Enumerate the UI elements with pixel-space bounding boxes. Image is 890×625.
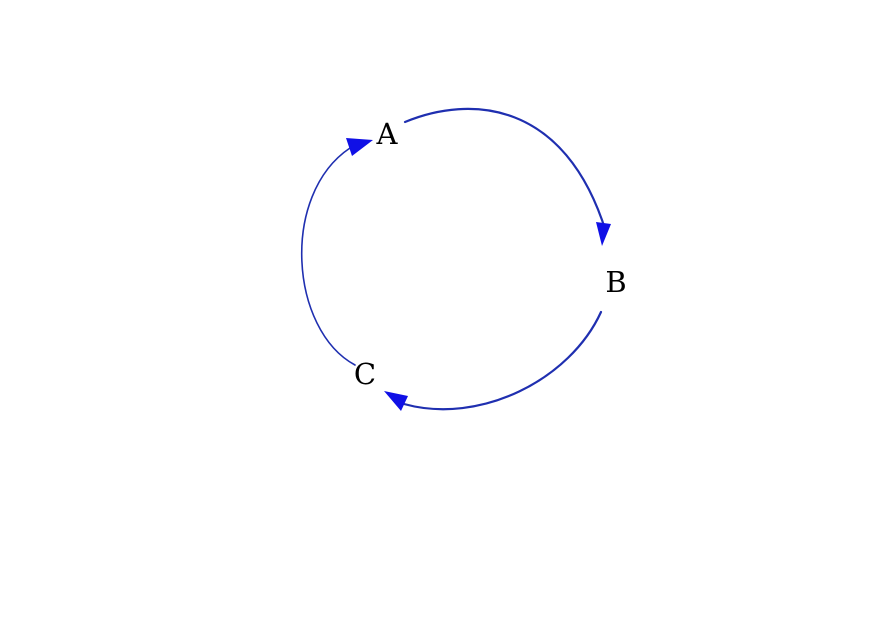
edge-c-to-a-arrowhead <box>346 138 373 156</box>
node-b-label: B <box>605 265 626 299</box>
node-a-label: A <box>376 117 399 151</box>
node-c-label: C <box>354 357 376 391</box>
edge-c-to-a <box>301 138 373 366</box>
edge-c-to-a-line <box>301 147 356 366</box>
edge-b-to-c <box>384 310 603 411</box>
edge-a-to-b-arrowhead <box>596 222 611 246</box>
edge-b-to-c-arrowhead <box>384 391 408 411</box>
edge-a-to-b-line <box>403 107 608 234</box>
edge-b-to-c-line <box>402 310 603 411</box>
edge-a-to-b <box>403 107 611 246</box>
